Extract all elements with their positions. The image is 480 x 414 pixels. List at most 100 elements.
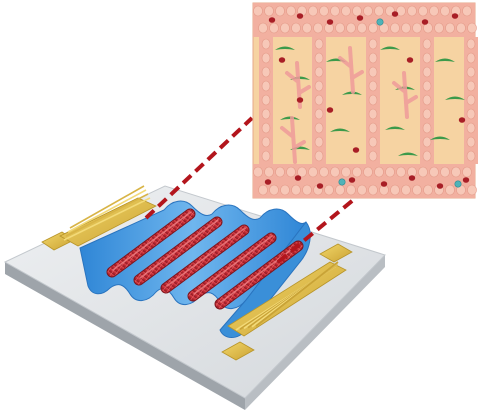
zoom-line-upper: [144, 116, 254, 220]
wall-cell: [467, 184, 477, 196]
immune-cell: [454, 180, 462, 188]
wall-cell: [269, 22, 279, 34]
wall-cell: [346, 22, 356, 34]
endothelial-cell: [314, 150, 324, 162]
green-cell: [385, 126, 405, 130]
wall-cell: [440, 166, 450, 178]
wall-cell: [291, 184, 301, 196]
wall-cell: [456, 22, 466, 34]
wall-cell: [357, 184, 367, 196]
green-cell: [398, 152, 418, 156]
endothelial-cell: [466, 80, 476, 92]
branch-cell: [392, 71, 418, 119]
endothelial-cell: [314, 38, 324, 50]
wall-cell: [401, 22, 411, 34]
red-blood-cell: [462, 177, 470, 183]
endothelial-cell: [261, 150, 271, 162]
endothelial-cell: [314, 80, 324, 92]
wall-cell: [286, 5, 296, 17]
endothelial-cell: [261, 122, 271, 134]
endothelial-cell: [422, 80, 432, 92]
red-blood-cell: [380, 181, 388, 187]
wall-cell: [423, 184, 433, 196]
left-finger: [67, 189, 147, 233]
wall-cell: [341, 166, 351, 178]
wall-cell: [429, 166, 439, 178]
red-blood-cell: [352, 147, 360, 153]
tissue-inset: [252, 2, 478, 199]
endothelial-cell: [368, 80, 378, 92]
wall-cell: [324, 184, 334, 196]
endothelial-cell: [466, 108, 476, 120]
endothelial-cell: [368, 52, 378, 64]
green-cell: [275, 46, 295, 50]
wall-cell: [352, 5, 362, 17]
wall-cell: [330, 5, 340, 17]
red-blood-cell: [278, 57, 286, 63]
wall-cell: [335, 22, 345, 34]
endothelial-cell: [422, 66, 432, 78]
green-cell: [280, 116, 300, 120]
endothelial-cell: [261, 94, 271, 106]
endothelial-cell: [422, 52, 432, 64]
muscle-fibers: [106, 208, 304, 310]
red-blood-cell: [458, 117, 466, 123]
fiber-highlight: [193, 235, 273, 295]
endothelial-cell: [261, 108, 271, 120]
endothelial-cell: [466, 136, 476, 148]
right-contact-pad-top: [319, 243, 353, 263]
wall-cell: [396, 5, 406, 17]
red-blood-cell: [356, 15, 364, 21]
endothelial-cell: [261, 52, 271, 64]
fiber: [161, 225, 249, 293]
wall-cell: [407, 5, 417, 17]
wall-cell: [363, 166, 373, 178]
wall-cell: [374, 166, 384, 178]
vessel-channels: [259, 37, 478, 164]
wall-cell: [374, 5, 384, 17]
red-blood-cell: [436, 183, 444, 189]
blood-cells: [264, 11, 470, 189]
wall-cell: [462, 5, 472, 17]
endothelial-cell: [314, 52, 324, 64]
fiber-highlight: [220, 243, 300, 303]
zoom-line-lower: [276, 194, 360, 264]
wall-cell: [313, 22, 323, 34]
wall-cell: [275, 5, 285, 17]
endothelial-cell: [368, 108, 378, 120]
endothelial-cell: [368, 38, 378, 50]
wall-cell: [390, 184, 400, 196]
substrate-side-right: [245, 255, 385, 410]
left-electrode: [41, 185, 157, 251]
endothelial-cell: [422, 122, 432, 134]
wall-cell: [418, 166, 428, 178]
wall-cell: [275, 166, 285, 178]
left-finger: [63, 197, 151, 241]
branch-cell: [338, 46, 364, 94]
endothelial-cell: [466, 94, 476, 106]
wall-cell: [280, 184, 290, 196]
wall-cell: [253, 5, 263, 17]
endothelial-cell: [368, 150, 378, 162]
endothelial-cell: [314, 122, 324, 134]
endothelial-cell: [314, 108, 324, 120]
wall-cell: [440, 5, 450, 17]
endothelial-cell: [368, 136, 378, 148]
wall-cell: [451, 166, 461, 178]
red-blood-cell: [296, 97, 304, 103]
red-blood-cell: [268, 17, 276, 23]
endothelial-cell: [314, 94, 324, 106]
red-blood-cell: [326, 107, 334, 113]
right-finger: [255, 261, 339, 327]
wall-cell: [308, 166, 318, 178]
endothelial-cell: [466, 66, 476, 78]
wall-cell: [467, 22, 477, 34]
red-blood-cell: [451, 13, 459, 19]
right-comb-fingers: [235, 261, 339, 331]
endothelial-cell: [466, 150, 476, 162]
fiber: [188, 233, 276, 301]
wall-cell: [368, 184, 378, 196]
endothelial-cell: [314, 136, 324, 148]
endothelial-cell: [261, 80, 271, 92]
endothelial-cell: [422, 38, 432, 50]
